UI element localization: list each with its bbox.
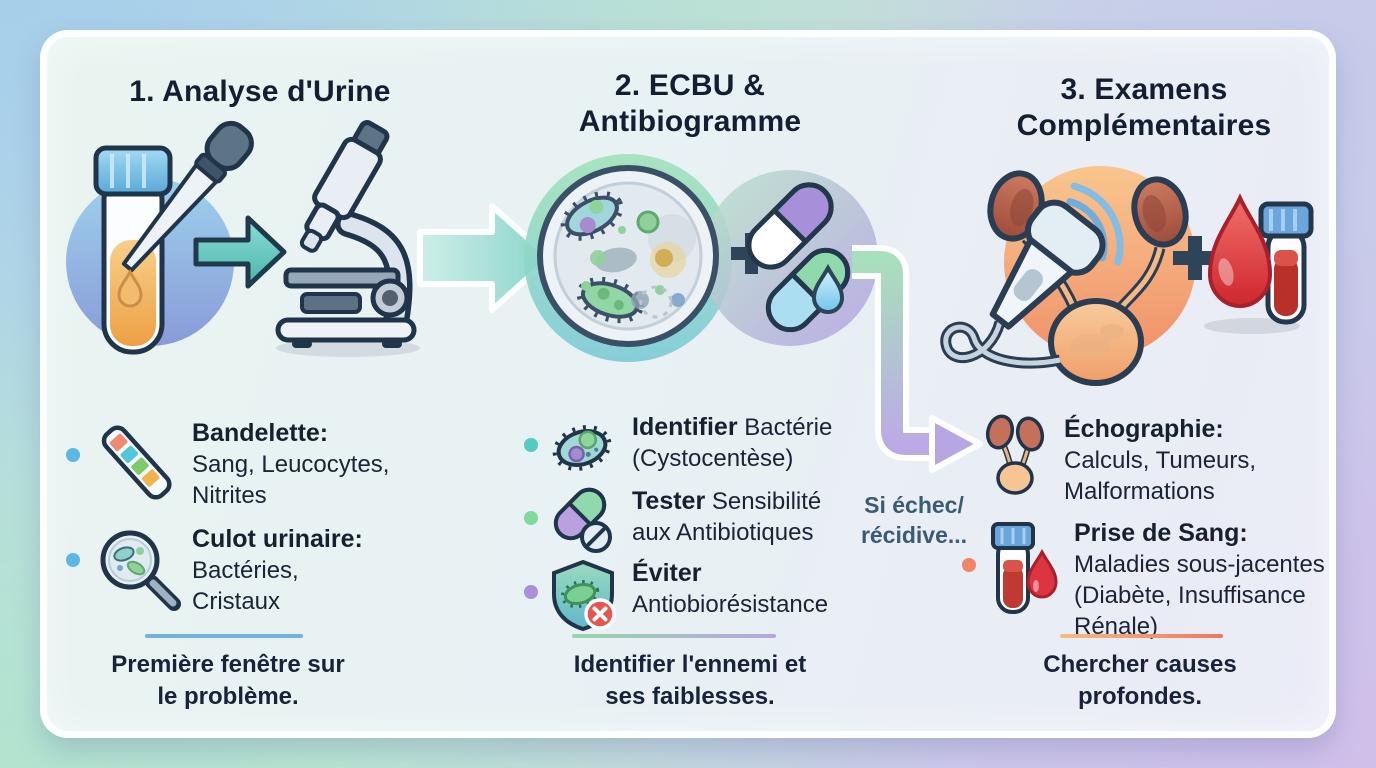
bullet-lead: Tester [632, 487, 706, 515]
urine-dipstick-icon [101, 425, 172, 500]
bullet-body: Calculs, Tumeurs, Malformations [1064, 447, 1257, 505]
bullet-body: Maladies sous-jacentes (Diabète, Insuffi… [1074, 551, 1325, 640]
bullet-dot [66, 448, 80, 462]
bullet-body: Bactérie (Cystocentèse) [632, 414, 833, 472]
bullet-dot [66, 553, 80, 567]
connector-label: Si échec/ récidive... [860, 492, 968, 548]
bullet-text: Prise de Sang: Maladies sous-jacentes (Di… [1074, 518, 1376, 642]
column2-title: 2. ECBU & Antibiogramme [578, 69, 802, 138]
bullet-lead: Prise de Sang: [1074, 519, 1248, 547]
column2-divider [572, 634, 776, 638]
column1-divider [145, 634, 303, 638]
capsule-tablet-icon [553, 487, 612, 553]
shield-bacteria-icon [552, 559, 616, 632]
bullet-row: Éviter Antiobiorésistance [524, 558, 892, 632]
bullet-lead: Identifier [632, 413, 738, 441]
kidneys-bladder-icon [985, 414, 1045, 495]
bullet-lead: Échographie: [1064, 415, 1224, 443]
blood-sample-icon [991, 522, 1058, 614]
magnifier-bacteria-icon [100, 530, 181, 611]
column3-summary: Chercher causes profondes. [1043, 651, 1237, 710]
bullet-body: Sensibilité aux Antibiotiques [632, 488, 822, 546]
bullet-text: Culot urinaire: Bactéries, Cristaux [192, 524, 472, 617]
bullet-text: Identifier Bactérie (Cystocentèse) [632, 412, 892, 474]
bullet-body: Antiobiorésistance [632, 591, 829, 618]
bullet-lead: Culot urinaire: [192, 525, 363, 553]
bullet-lead: Bandelette: [192, 419, 329, 447]
column3-divider [1060, 634, 1223, 638]
bullet-dot [524, 438, 538, 452]
bacteria-icon [552, 425, 612, 471]
column1-summary: Première fenêtre sur le problème. [111, 651, 345, 710]
bullet-dot [524, 511, 538, 525]
column1-title: 1. Analyse d'Urine [129, 75, 391, 108]
column3-title: 3. Examens Complémentaires [1016, 73, 1272, 142]
bullet-text: Bandelette: Sang, Leucocytes, Nitrites [192, 418, 472, 511]
bullet-row: Identifier Bactérie (Cystocentèse) [524, 412, 892, 482]
bullet-body: Bactéries, Cristaux [192, 557, 299, 615]
bullet-body: Sang, Leucocytes, Nitrites [192, 451, 390, 509]
column2-summary: Identifier l'ennemi et ses faiblesses. [573, 651, 807, 710]
bullet-dot [962, 558, 976, 572]
bullet-text: Tester Sensibilité aux Antibiotiques [632, 486, 892, 548]
bullet-row: Prise de Sang: Maladies sous-jacentes (Di… [962, 518, 1376, 642]
bullet-text: Éviter Antiobiorésistance [632, 558, 892, 620]
bullet-row: Bandelette: Sang, Leucocytes, Nitrites [66, 418, 472, 511]
bullet-dot [524, 585, 538, 599]
bullet-row: Échographie: Calculs, Tumeurs, Malformati… [980, 414, 1364, 507]
bullet-text: Échographie: Calculs, Tumeurs, Malformati… [1064, 414, 1364, 507]
bullet-lead: Éviter [632, 559, 702, 587]
bullet-row: Tester Sensibilité aux Antibiotiques [524, 486, 892, 556]
bullet-row: Culot urinaire: Bactéries, Cristaux [66, 524, 472, 617]
